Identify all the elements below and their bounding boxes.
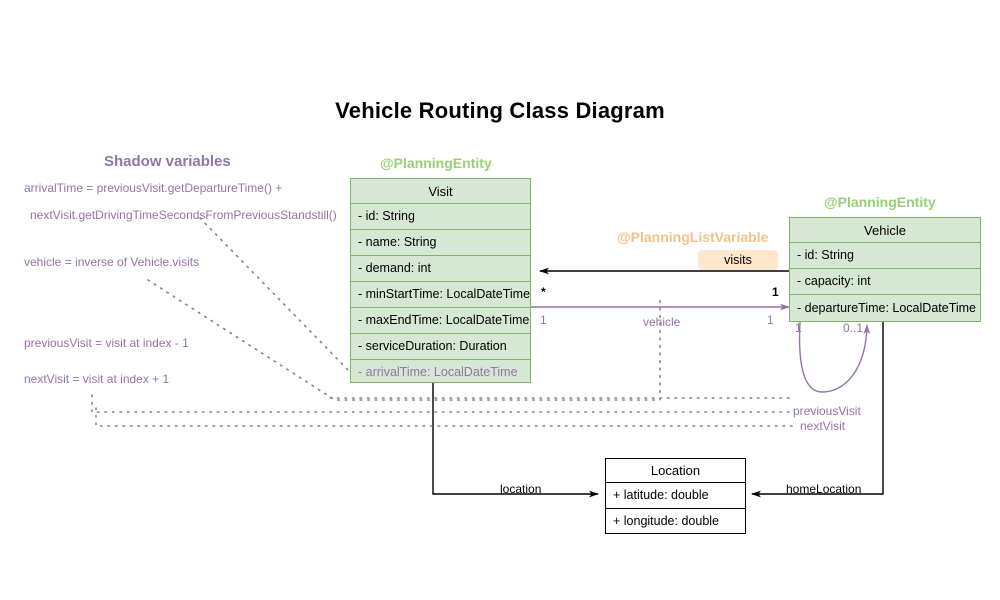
previous-visit-edge-label: previousVisit — [793, 404, 861, 418]
visit-field-max-end-time: - maxEndTime: LocalDateTime — [351, 308, 530, 334]
shadow-note-arrival-time-line2: nextVisit.getDrivingTimeSecondsFromPrevi… — [30, 208, 337, 222]
visit-field-service-duration: - serviceDuration: Duration — [351, 334, 530, 360]
location-edge-label: location — [500, 482, 542, 496]
visit-field-demand: - demand: int — [351, 256, 530, 282]
visit-field-min-start-time: - minStartTime: LocalDateTime — [351, 282, 530, 308]
location-class-name: Location — [606, 459, 745, 483]
shadow-note-previous-visit: previousVisit = visit at index - 1 — [24, 336, 189, 350]
visit-stereotype: @PlanningEntity — [380, 155, 492, 171]
vehicle-field-capacity: - capacity: int — [790, 269, 980, 295]
vehicle-mult-vehicle-side: 1 — [767, 313, 774, 327]
visits-mult-vehicle-side: 1 — [772, 285, 779, 299]
planning-list-variable-stereotype: @PlanningListVariable — [617, 229, 769, 245]
class-box-visit[interactable]: Visit - id: String - name: String - dema… — [350, 178, 531, 383]
location-field-latitude: + latitude: double — [606, 483, 745, 509]
shadow-variables-heading: Shadow variables — [104, 153, 231, 170]
class-box-location[interactable]: Location + latitude: double + longitude:… — [605, 458, 746, 534]
visit-class-name: Visit — [351, 179, 530, 204]
home-location-edge-label: homeLocation — [786, 482, 862, 496]
visit-field-id: - id: String — [351, 204, 530, 230]
vehicle-field-departure-time: - departureTime: LocalDateTime — [797, 300, 977, 315]
visit-field-arrival-time: - arrivalTime: LocalDateTime — [358, 364, 518, 379]
visits-mult-visit-side: * — [541, 285, 546, 299]
vehicle-mult-visit-side: 1 — [540, 313, 547, 327]
shadow-connector-previous-visit — [91, 394, 791, 413]
shadow-note-vehicle: vehicle = inverse of Vehicle.visits — [24, 255, 200, 269]
previous-visit-mult-source: 1 — [795, 321, 802, 335]
visits-badge[interactable]: visits — [698, 250, 778, 270]
previous-visit-mult-target: 0..1 — [843, 321, 864, 335]
next-visit-edge-label: nextVisit — [800, 419, 846, 433]
shadow-connector-next-visit — [95, 407, 798, 427]
vehicle-field-id: - id: String — [790, 243, 980, 269]
class-box-vehicle[interactable]: Vehicle - id: String - capacity: int - d… — [789, 217, 981, 322]
shadow-connector-arrival-time — [199, 217, 351, 373]
page-title: Vehicle Routing Class Diagram — [335, 98, 665, 123]
location-field-longitude: + longitude: double — [606, 509, 745, 534]
vehicle-stereotype: @PlanningEntity — [824, 194, 936, 210]
shadow-note-arrival-time-line1: arrivalTime = previousVisit.getDeparture… — [24, 181, 283, 195]
vehicle-class-name: Vehicle — [790, 218, 980, 243]
edge-location — [432, 383, 599, 498]
visit-field-name: - name: String — [351, 230, 530, 256]
shadow-note-next-visit: nextVisit = visit at index + 1 — [24, 372, 170, 386]
vehicle-edge-label: vehicle — [643, 315, 681, 329]
